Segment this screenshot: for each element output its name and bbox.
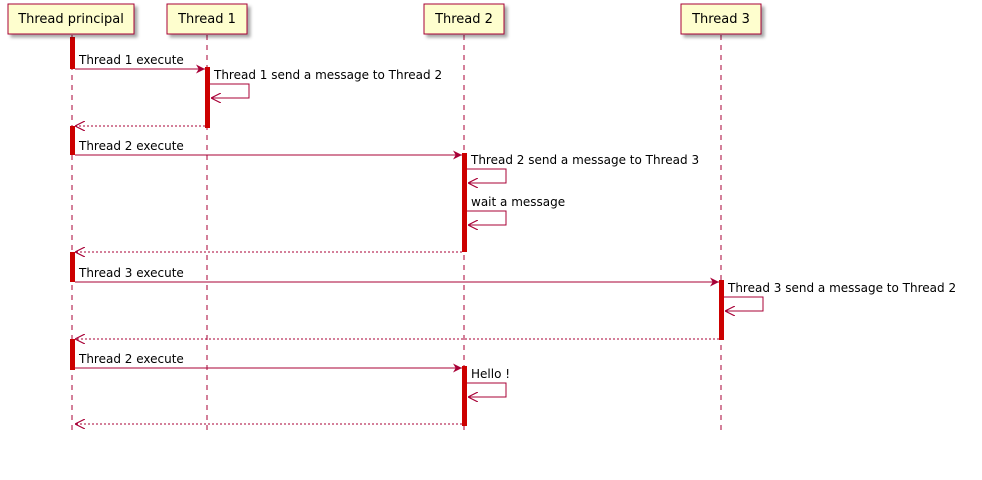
participant-label: Thread 1 [177,12,236,27]
activation-bar-main [70,126,75,155]
message-self: wait a message [467,195,565,225]
participant-label: Thread 3 [691,12,750,27]
activation-bar-main [70,252,75,282]
activation-bar-main [70,37,75,69]
message-self: Hello ! [467,367,510,397]
self-message-arrow [467,382,507,397]
message-label: Thread 2 execute [78,139,184,153]
activation-bar-main [70,339,75,370]
participant-box [166,3,248,35]
message-self: Thread 1 send a message to Thread 2 [210,68,442,98]
message-sync: Thread 3 execute [75,266,719,287]
message-label: Thread 2 send a message to Thread 3 [470,153,699,167]
message-label: wait a message [471,195,565,209]
participant-label: Thread principal [17,12,124,27]
message-sync: Thread 2 execute [75,139,462,160]
message-label: Thread 2 execute [78,352,184,366]
participant-box [423,3,505,35]
activation-bar-t2 [462,153,467,252]
participant-t1: Thread 1 [166,3,248,35]
self-message-arrow [724,296,764,311]
activation-bar-t3 [719,280,724,340]
activation-bar-t2 [462,366,467,426]
participant-main: Thread principal [7,3,135,35]
message-label: Thread 1 send a message to Thread 2 [213,68,442,82]
self-message-arrow [467,168,507,183]
activation-bar-t1 [205,67,210,128]
message-label: Thread 3 execute [78,266,184,280]
message-self: Thread 3 send a message to Thread 2 [724,281,956,311]
message-label: Thread 1 execute [78,53,184,67]
self-message-arrow [467,210,507,225]
participant-box [680,3,762,35]
message-self: Thread 2 send a message to Thread 3 [467,153,699,183]
participant-box [7,3,135,35]
message-label: Thread 3 send a message to Thread 2 [727,281,956,295]
self-message-arrow [210,83,250,98]
message-label: Hello ! [471,367,510,381]
message-sync: Thread 2 execute [75,352,462,373]
participant-t2: Thread 2 [423,3,505,35]
participant-t3: Thread 3 [680,3,762,35]
participant-label: Thread 2 [434,12,493,27]
message-sync: Thread 1 execute [75,53,205,74]
